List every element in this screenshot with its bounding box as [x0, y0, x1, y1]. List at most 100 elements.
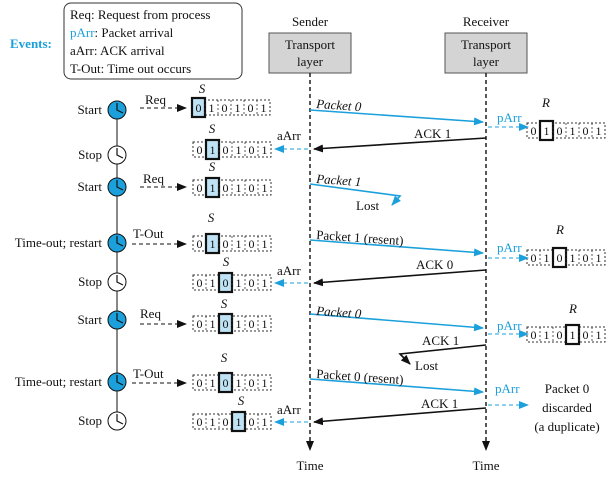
seq-bit: 0	[531, 124, 537, 138]
seq-bit: 0	[583, 251, 589, 265]
var-s-label: S	[209, 159, 216, 174]
seq-bit: 0	[249, 237, 255, 251]
var-s-label: S	[221, 296, 228, 311]
aarr-label: aArr	[277, 263, 301, 278]
window-current-slot	[217, 271, 234, 294]
timer-stop-label: Stop	[78, 274, 102, 289]
seq-bit: 1	[570, 251, 576, 265]
timer-stop-label: Stop	[78, 413, 102, 428]
var-r-label: R	[568, 301, 577, 316]
packet0-label: Packet 0	[315, 303, 363, 321]
seq-bit: 0	[583, 328, 589, 342]
aarr-label: aArr	[277, 402, 301, 417]
packet0-resent-label: Packet 0 (resent)	[316, 366, 404, 387]
seq-bit: 0	[223, 415, 229, 429]
var-s-label: S	[208, 210, 215, 225]
window-current-slot	[204, 138, 221, 161]
seq-bit: 1	[596, 124, 602, 138]
seq-bit: 0	[249, 415, 255, 429]
seq-bit: 0	[557, 251, 563, 265]
seq-bit: 1	[596, 328, 602, 342]
seq-bit: 1	[570, 328, 576, 342]
seq-bit: 0	[249, 276, 255, 290]
timer-start-label: Start	[77, 102, 102, 117]
discard-note-line2: discarded	[542, 400, 592, 415]
sender-box-line2: layer	[297, 54, 324, 69]
seq-bit: 1	[261, 101, 267, 115]
seq-bit: 1	[544, 124, 550, 138]
window-current-slot	[551, 246, 568, 269]
packet0-label: Packet 0	[315, 96, 363, 114]
clock-start-2-icon	[107, 177, 127, 197]
seq-bit: 1	[210, 317, 216, 331]
ack1-arrow	[313, 137, 487, 153]
seq-bit: 1	[209, 101, 215, 115]
ack1-lost-arrow	[398, 344, 487, 365]
parr-label: pArr	[495, 381, 520, 396]
receiver-transport-box	[444, 32, 528, 74]
seq-bit: 1	[236, 415, 242, 429]
seq-bit: 1	[262, 181, 268, 195]
seq-bit: 0	[583, 124, 589, 138]
clock-stop-2-icon	[107, 272, 127, 292]
seq-bit: 0	[196, 101, 202, 115]
seq-bit: 1	[262, 376, 268, 390]
tout-label: T-Out	[133, 366, 164, 381]
seq-bit: 1	[236, 376, 242, 390]
ack0-label: ACK 0	[416, 257, 453, 272]
seq-bit: 1	[236, 143, 242, 157]
var-r-label: R	[555, 222, 564, 237]
ack1-label: ACK 1	[422, 333, 459, 348]
seq-bit: 1	[262, 276, 268, 290]
timer-stop-label: Stop	[78, 147, 102, 162]
window-current-slot	[204, 232, 221, 255]
packet0-arrow	[309, 109, 484, 126]
clock-stop-1-icon	[107, 145, 127, 165]
timer-start-label: Start	[77, 179, 102, 194]
timer-restart-label: Time-out; restart	[15, 235, 103, 250]
var-s-label: S	[223, 254, 230, 269]
clock-start-1-icon	[107, 100, 127, 120]
seq-bit: 0	[249, 317, 255, 331]
seq-bit: 1	[544, 251, 550, 265]
seq-bit: 1	[262, 237, 268, 251]
timer-start-label: Start	[77, 312, 102, 327]
var-s-label: S	[199, 81, 206, 96]
var-r-label: R	[541, 95, 550, 110]
seq-bit: 0	[197, 237, 203, 251]
seq-bit: 0	[531, 328, 537, 342]
seq-bit: 1	[210, 237, 216, 251]
seq-bit: 0	[223, 143, 229, 157]
window-current-slot	[190, 96, 207, 119]
seq-bit: 1	[235, 101, 241, 115]
seq-bit: 0	[223, 376, 229, 390]
window-current-slot	[217, 312, 234, 335]
sender-transport-box	[268, 32, 352, 74]
seq-bit: 1	[210, 376, 216, 390]
parr-label: pArr	[497, 110, 522, 125]
var-s-label: S	[221, 350, 228, 365]
sender-time-label: Time	[297, 458, 324, 473]
window-current-slot	[538, 119, 555, 142]
seq-bit: 0	[249, 376, 255, 390]
sender-caption: Sender	[292, 14, 329, 29]
lost-label: Lost	[415, 358, 439, 373]
seq-bit: 1	[596, 251, 602, 265]
window-outline	[191, 99, 271, 116]
ack1-arrow	[313, 407, 487, 426]
receiver-box-line1: Transport	[461, 37, 511, 52]
var-s-label: S	[238, 393, 245, 408]
seq-bit: 0	[222, 101, 228, 115]
legend-box	[63, 2, 243, 80]
seq-bit: 0	[223, 317, 229, 331]
seq-bit: 1	[210, 276, 216, 290]
ack1-label: ACK 1	[414, 126, 451, 141]
clock-stop-3-icon	[107, 411, 127, 431]
